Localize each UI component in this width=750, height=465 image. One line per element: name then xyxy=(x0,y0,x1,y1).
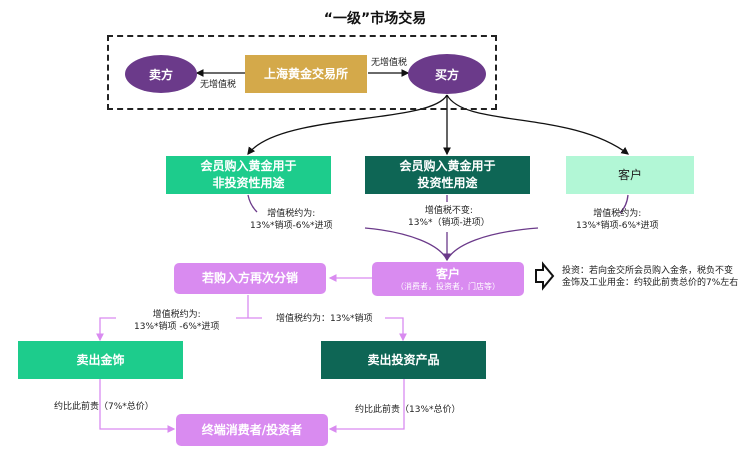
customer-node-mid: 客户（消费者，投资者，门店等） xyxy=(372,262,524,296)
note-line2: 金饰及工业用金：约较此前贵总价的7%左右 xyxy=(562,278,739,288)
end-consumer-label: 终端消费者/投资者 xyxy=(201,422,303,437)
label-no-vat-buyer: 无增值税 xyxy=(371,58,408,68)
sell-investment-node: 卖出投资产品 xyxy=(321,341,486,379)
sell-jewelry-label: 卖出金饰 xyxy=(76,352,125,367)
arrow-to-sell-investment xyxy=(385,317,407,342)
diagram-title: “一级”市场交易 xyxy=(323,11,427,27)
customer-tax: 增值税约为: 13%*销项-6%*进项 xyxy=(576,208,659,232)
non-investment-line1: 会员购入黄金用于 xyxy=(200,159,297,173)
arrow-buyer-to-customer xyxy=(446,94,630,155)
buyer-label: 买方 xyxy=(434,67,459,82)
tax-line2: 13%*（销项-进项） xyxy=(408,218,490,228)
jewelry-price-note: 约比此前贵（7%*总价） xyxy=(54,402,154,412)
purple-tail-left xyxy=(247,194,258,213)
tax-line2: 13%*销项 -6%*进项 xyxy=(134,322,220,332)
redistribute-left-tax: 增值税约为: 13%*销项 -6%*进项 xyxy=(134,309,219,333)
sell-investment-label: 卖出投资产品 xyxy=(367,352,440,367)
arrow-jewelry-to-end xyxy=(99,379,176,433)
customer-node-top: 客户 xyxy=(566,156,694,194)
non-investment-tax: 增值税约为: 13%*销项-6%*进项 xyxy=(250,208,333,232)
purple-converge-left xyxy=(364,227,448,261)
purple-converge-right xyxy=(446,227,539,261)
sell-jewelry-node: 卖出金饰 xyxy=(18,341,183,379)
purple-tail-right xyxy=(619,194,629,214)
buyer-node: 买方 xyxy=(408,54,486,94)
primary-market-boundary xyxy=(107,35,497,110)
tax-line1: 增值税约为: xyxy=(152,310,201,320)
arrow-buyer-to-non-investment xyxy=(247,94,448,156)
redistribute-right-tax: 增值税约为：13%*销项 xyxy=(276,314,373,324)
investment-line1: 会员购入黄金用于 xyxy=(399,159,496,173)
seller-node: 卖方 xyxy=(125,55,197,93)
tax-line2: 13%*销项-6%*进项 xyxy=(250,221,333,231)
end-consumer-node: 终端消费者/投资者 xyxy=(176,414,328,446)
exchange-node: 上海黄金交易所 xyxy=(245,55,367,93)
exchange-label: 上海黄金交易所 xyxy=(263,66,348,81)
investment-price-note: 约比此前贵（13%*总价） xyxy=(355,405,461,415)
investment-node: 会员购入黄金用于投资性用途 xyxy=(365,156,530,194)
customer-top-label: 客户 xyxy=(617,167,642,182)
label-no-vat-seller: 无增值税 xyxy=(200,80,237,90)
side-note: 投资：若向金交所会员购入金条，税负不变金饰及工业用金：约较此前贵总价的7%左右 xyxy=(562,265,738,289)
customer-mid-label: 客户 xyxy=(435,266,460,281)
seller-label: 卖方 xyxy=(148,67,173,82)
redistribute-label: 若购入方再次分销 xyxy=(201,271,298,285)
note-line1: 投资：若向金交所会员购入金条，税负不变 xyxy=(562,266,734,276)
tax-line1: 增值税约为: xyxy=(267,209,316,219)
redistribute-node: 若购入方再次分销 xyxy=(174,263,326,294)
investment-line2: 投资性用途 xyxy=(417,176,478,190)
customer-mid-sub: （消费者，投资者，门店等） xyxy=(396,281,500,291)
investment-tax: 增值税不变: 13%*（销项-进项） xyxy=(408,205,490,229)
tax-line1: 增值税不变: xyxy=(424,206,473,216)
arrow-to-sell-jewelry xyxy=(96,317,116,342)
hollow-right-arrow-icon xyxy=(535,261,555,291)
non-investment-node: 会员购入黄金用于非投资性用途 xyxy=(166,156,331,194)
non-investment-line2: 非投资性用途 xyxy=(212,176,285,190)
tax-line2: 13%*销项-6%*进项 xyxy=(576,221,659,231)
tax-line1: 增值税约为: xyxy=(593,209,642,219)
arrow-investment-to-end xyxy=(328,379,405,433)
